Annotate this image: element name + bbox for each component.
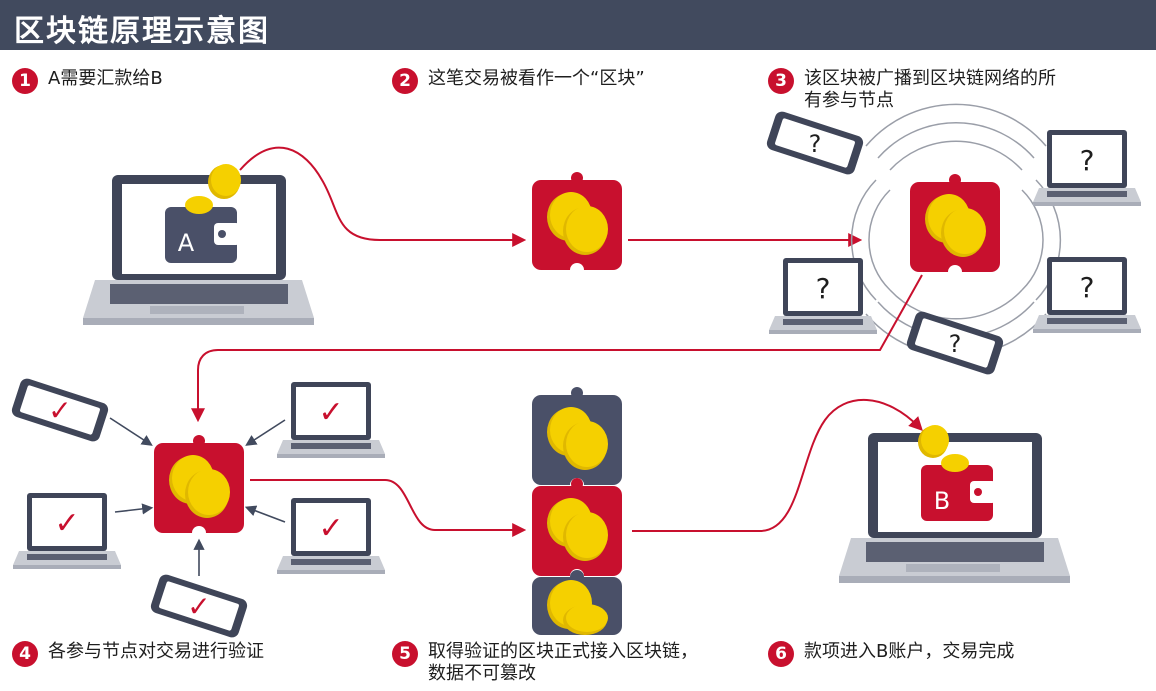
step-3: 3 该区块被广播到区块链网络的所 有参与节点 xyxy=(768,68,1056,112)
phone-node-1: ? xyxy=(765,109,865,177)
blockchain-stack xyxy=(532,387,622,635)
step-text: 这笔交易被看作一个“区块” xyxy=(428,68,645,89)
check-mark: ✓ xyxy=(54,506,79,541)
question-mark: ? xyxy=(816,272,831,305)
arrow-network-to-verify xyxy=(191,274,923,423)
verify-arrows xyxy=(109,417,286,576)
step-text: 款项进入B账户，交易完成 xyxy=(804,641,1015,662)
wallet-b-icon: B xyxy=(921,454,996,521)
step-number: 6 xyxy=(768,641,794,667)
laptop-verify-2: ✓ xyxy=(13,493,121,569)
question-mark: ? xyxy=(1080,144,1095,177)
phone-verify-1: ✓ xyxy=(10,376,110,444)
laptop-verify-3: ✓ xyxy=(277,498,385,574)
step-6: 6 款项进入B账户，交易完成 xyxy=(768,641,1014,667)
step-2: 2 这笔交易被看作一个“区块” xyxy=(392,68,645,94)
step-4: 4 各参与节点对交易进行验证 xyxy=(12,641,264,667)
coin-b-icon xyxy=(918,425,949,458)
question-mark: ? xyxy=(809,130,822,158)
step-number: 4 xyxy=(12,641,38,667)
verify-block-icon xyxy=(154,435,244,540)
step-text: A需要汇款给B xyxy=(48,68,163,89)
broadcast-block-icon xyxy=(910,174,1000,279)
block-icon xyxy=(532,172,622,277)
wallet-a-icon: A xyxy=(165,196,240,263)
step-number: 2 xyxy=(392,68,418,94)
coin-a-icon xyxy=(208,164,241,199)
step-1: 1 A需要汇款给B xyxy=(12,68,163,94)
arrow-chain-to-b xyxy=(632,399,923,532)
check-mark: ✓ xyxy=(318,395,343,430)
page-title: 区块链原理示意图 xyxy=(14,14,270,49)
phone-node-2: ? xyxy=(905,309,1005,377)
check-mark: ✓ xyxy=(318,511,343,546)
step-text: 取得验证的区块正式接入区块链， 数据不可篡改 xyxy=(428,641,698,684)
wallet-b-label: B xyxy=(934,487,950,515)
step-number: 3 xyxy=(768,68,794,94)
check-mark: ✓ xyxy=(48,394,71,427)
arrow-a-to-block xyxy=(239,146,527,247)
step-number: 1 xyxy=(12,68,38,94)
laptop-node-3: ? xyxy=(1033,257,1141,333)
header-bar: 区块链原理示意图 xyxy=(0,0,1156,50)
laptop-node-1: ? xyxy=(1033,130,1141,206)
check-mark: ✓ xyxy=(187,590,210,623)
laptop-verify-1: ✓ xyxy=(277,382,385,458)
wallet-a-label: A xyxy=(178,229,195,257)
step-text: 各参与节点对交易进行验证 xyxy=(48,641,264,662)
broadcast-waves xyxy=(850,103,1062,357)
phone-verify-2: ✓ xyxy=(149,572,249,640)
step-text: 该区块被广播到区块链网络的所 有参与节点 xyxy=(804,68,1056,111)
step-5: 5 取得验证的区块正式接入区块链， 数据不可篡改 xyxy=(392,641,698,685)
arrow-verify-to-chain xyxy=(250,479,527,537)
question-mark: ? xyxy=(949,330,962,358)
step-number: 5 xyxy=(392,641,418,667)
laptop-node-2: ? xyxy=(769,258,877,334)
question-mark: ? xyxy=(1080,271,1095,304)
